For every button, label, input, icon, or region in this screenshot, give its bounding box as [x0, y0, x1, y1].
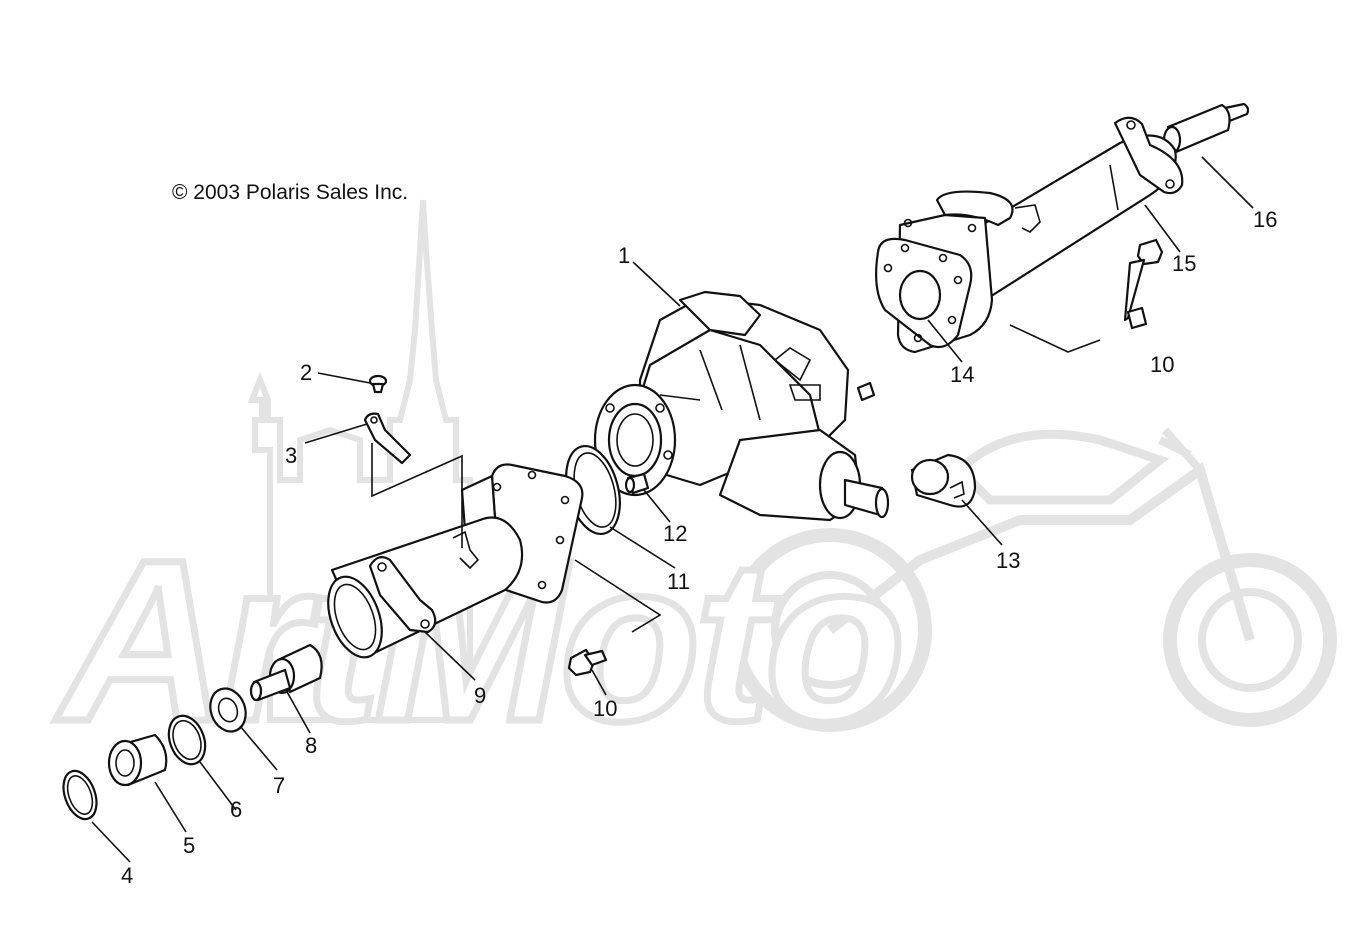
part-10-bolt-upper: [1123, 238, 1164, 330]
callout-12: 12: [663, 521, 687, 546]
part-3-bracket-clip: [363, 412, 412, 465]
part-7-washer: [209, 687, 247, 733]
watermark: ArtMoto: [52, 199, 1337, 773]
callout-11: 11: [667, 569, 690, 594]
callout-10-upper: 10: [1150, 352, 1174, 377]
part-16-shaft: [1162, 102, 1250, 155]
leader-lines: [91, 156, 1254, 863]
part-9-axle-housing: [327, 463, 584, 659]
callout-7: 7: [273, 773, 285, 798]
part-6-ring: [167, 714, 207, 766]
callout-16: 16: [1253, 207, 1277, 232]
part-1-differential-housing: [593, 290, 890, 522]
callout-13: 13: [996, 548, 1020, 573]
part-10-bolt-lower: [567, 648, 608, 677]
callout-2: 2: [300, 360, 312, 385]
copyright-notice: © 2003 Polaris Sales Inc.: [172, 181, 409, 204]
part-2-screw: [368, 374, 388, 394]
callout-6: 6: [230, 797, 242, 822]
callout-1: 1: [618, 243, 630, 268]
part-15-axle-tube: [935, 116, 1184, 302]
callout-4: 4: [121, 863, 133, 888]
callout-10-lower: 10: [593, 696, 617, 721]
callout-numbers: 1 2 3 4 5 6 7 8 9 10 11 12 13 14 10 15 1…: [121, 207, 1277, 888]
part-14-flange: [875, 213, 994, 354]
part-4-snap-ring: [62, 769, 98, 821]
callout-15: 15: [1172, 251, 1196, 276]
part-8-shaft: [249, 643, 323, 702]
part-12-dowel: [624, 472, 650, 495]
callout-14: 14: [950, 362, 974, 387]
callout-8: 8: [305, 733, 317, 758]
part-5-bearing: [107, 733, 168, 787]
callout-5: 5: [183, 833, 195, 858]
callout-9: 9: [474, 683, 486, 708]
callout-3: 3: [285, 443, 297, 468]
part-13-bushing: [910, 453, 977, 508]
assembly-guide-lines: [371, 324, 1101, 633]
